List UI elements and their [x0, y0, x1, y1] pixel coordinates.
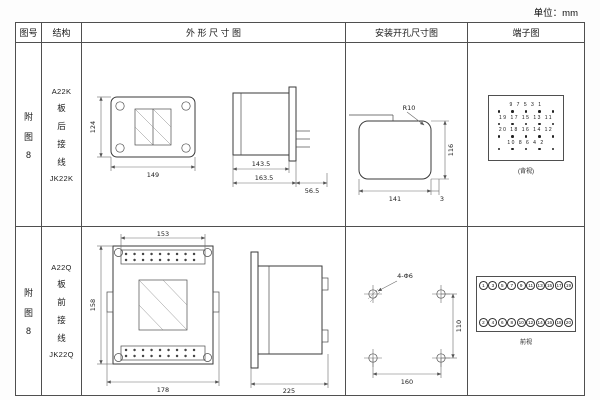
- header-outline: 外 形 尺 寸 图: [82, 23, 346, 43]
- terminal-pin: 4: [488, 318, 498, 327]
- dim-hole-callout: 4-Φ6: [397, 272, 413, 280]
- terminal-pin: 18: [554, 318, 564, 327]
- unit-label: 单位：mm: [533, 8, 578, 19]
- dim-153: 153: [156, 230, 168, 238]
- mounting-cell-row1: R10 116 141 3: [346, 43, 468, 227]
- terminal-dot-row: [491, 135, 561, 138]
- dim-56-5: 56.5: [304, 187, 318, 195]
- terminal-number-row: 9 7 5 3 1: [509, 102, 543, 108]
- terminal-number-row: 20 18 16 14 12: [498, 127, 554, 133]
- terminal-dot-row: [491, 122, 561, 125]
- dim-158: 158: [89, 299, 97, 311]
- terminal-pin: 3: [488, 281, 498, 290]
- fig-char: 附: [23, 111, 33, 122]
- structure-cell-row1: A22K 板 后 接 线 JK22K: [42, 43, 82, 227]
- structure-code: JK22Q: [49, 350, 74, 359]
- mounting-drawing-a22k: R10 116 141 3: [348, 104, 455, 203]
- terminal-row-even: 2 4 6 8 10 12 14 16 18 20: [479, 318, 573, 327]
- structure-char: 接: [57, 138, 66, 149]
- structure-char: 接: [57, 315, 66, 325]
- structure-code: JK22K: [49, 173, 74, 183]
- terminal-pin: 17: [554, 281, 564, 290]
- terminal-pin: 8: [507, 318, 517, 327]
- outline-drawing-a22k: 124 149 143.5 163.5: [89, 86, 327, 195]
- outline-cell-row1: 124 149 143.5 163.5: [82, 43, 346, 227]
- dim-110: 110: [455, 320, 463, 332]
- structure-char: 板: [57, 279, 66, 289]
- terminal-pin: 15: [545, 281, 554, 290]
- terminal-pin: 12: [526, 318, 536, 327]
- dim-141: 141: [388, 195, 400, 203]
- terminal-view-label: (背视): [518, 168, 534, 175]
- outline-drawing-a22q: 153 158 178 225: [89, 230, 328, 394]
- header-fig-no: 图号: [16, 23, 42, 43]
- dim-3: 3: [439, 195, 443, 203]
- fig-char: 8: [25, 149, 31, 160]
- dim-178: 178: [156, 386, 168, 394]
- dim-143-5: 143.5: [251, 160, 270, 168]
- header-structure: 结构: [42, 23, 82, 43]
- terminal-view-label: 前视: [519, 340, 532, 346]
- mounting-cell-row2: 4-Φ6 110 160: [346, 227, 468, 395]
- terminal-pin: 5: [497, 281, 507, 290]
- terminal-pin: 11: [526, 281, 536, 290]
- terminal-pin: 7: [507, 281, 517, 290]
- dim-116: 116: [447, 143, 455, 155]
- terminal-pin: 10: [516, 318, 526, 327]
- terminal-dot-row: [491, 147, 561, 150]
- structure-cell-row2: A22Q 板 前 接 线 JK22Q: [42, 227, 82, 395]
- terminal-cell-row1: 9 7 5 3 1 19 17 15 13 11 20 18 16 14 12 …: [468, 43, 584, 227]
- structure-char: 线: [57, 333, 66, 343]
- dimension-table: 图号 结构 外 形 尺 寸 图 安装开孔尺寸图 端子图 附 图 8 A22K 板…: [15, 22, 585, 396]
- structure-char: 后: [57, 120, 66, 131]
- terminal-cell-row2: 1 3 5 7 9 11 13 15 17 19 2 4 6: [468, 227, 584, 395]
- structure-char: 线: [57, 156, 66, 167]
- dim-r10: R10: [402, 104, 415, 112]
- terminal-diagram-rear: 9 7 5 3 1 19 17 15 13 11 20 18 16 14 12 …: [488, 94, 564, 161]
- terminal-diagram-front: 1 3 5 7 9 11 13 15 17 19 2 4 6: [476, 276, 576, 332]
- terminal-pin: 13: [535, 281, 545, 290]
- terminal-pin: 14: [535, 318, 545, 327]
- terminal-pin: 1: [479, 281, 488, 290]
- terminal-pin: 20: [564, 318, 573, 327]
- dim-225: 225: [282, 387, 294, 394]
- dim-163-5: 163.5: [254, 174, 273, 182]
- terminal-pin: 9: [516, 281, 526, 290]
- fig-no-cell-row1: 附 图 8: [16, 43, 42, 227]
- dim-160: 160: [400, 378, 412, 386]
- fig-char: 图: [23, 131, 33, 142]
- terminal-number-row: 10 8 6 4 2: [507, 139, 545, 146]
- terminal-pin: 2: [479, 318, 488, 327]
- dim-149: 149: [146, 171, 158, 179]
- structure-code: A22K: [51, 86, 72, 96]
- fig-char: 8: [25, 326, 31, 336]
- structure-code: A22Q: [51, 263, 72, 272]
- header-mounting: 安装开孔尺寸图: [346, 23, 468, 43]
- structure-char: 板: [57, 102, 66, 113]
- fig-char: 附: [23, 288, 33, 298]
- terminal-row-odd: 1 3 5 7 9 11 13 15 17 19: [479, 281, 573, 290]
- fig-no-cell-row2: 附 图 8: [16, 227, 42, 395]
- terminal-pin: 16: [545, 318, 554, 327]
- header-terminal: 端子图: [468, 23, 584, 43]
- terminal-dot-row: [491, 110, 561, 113]
- dim-124: 124: [89, 120, 97, 132]
- outline-cell-row2: 153 158 178 225: [82, 227, 346, 395]
- terminal-number-row: 19 17 15 13 11: [499, 114, 553, 121]
- structure-char: 前: [57, 297, 66, 307]
- mounting-drawing-a22q: 4-Φ6 110 160: [363, 272, 463, 386]
- terminal-pin: 19: [564, 281, 573, 290]
- fig-char: 图: [23, 308, 33, 318]
- terminal-pin: 6: [497, 318, 507, 327]
